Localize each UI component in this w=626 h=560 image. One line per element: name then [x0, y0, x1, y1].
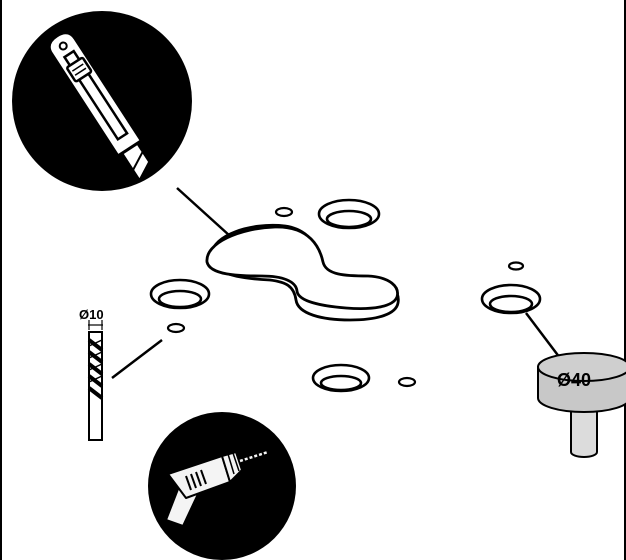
utility-knife-icon [12, 11, 192, 191]
large-hole-bottom [311, 363, 371, 393]
small-hole-top [274, 206, 294, 218]
small-hole-left [166, 322, 186, 334]
drill-bit-leader-line [111, 339, 163, 379]
drill-bit [87, 331, 104, 441]
hole-saw [537, 352, 626, 458]
large-hole-top [317, 198, 381, 230]
cutout-recess [205, 223, 400, 322]
drill-bit-dimension [88, 320, 103, 330]
cutter-leader-line [176, 187, 231, 237]
small-hole-right [507, 261, 525, 271]
large-hole-left [149, 278, 211, 310]
power-drill-icon [148, 412, 296, 560]
large-hole-right [480, 283, 542, 315]
small-hole-bottom [397, 376, 417, 388]
hole-saw-label: Ø40 [557, 370, 591, 390]
hole-saw-leader-line [525, 312, 561, 359]
drill-bit-label: Ø10 [79, 307, 104, 322]
